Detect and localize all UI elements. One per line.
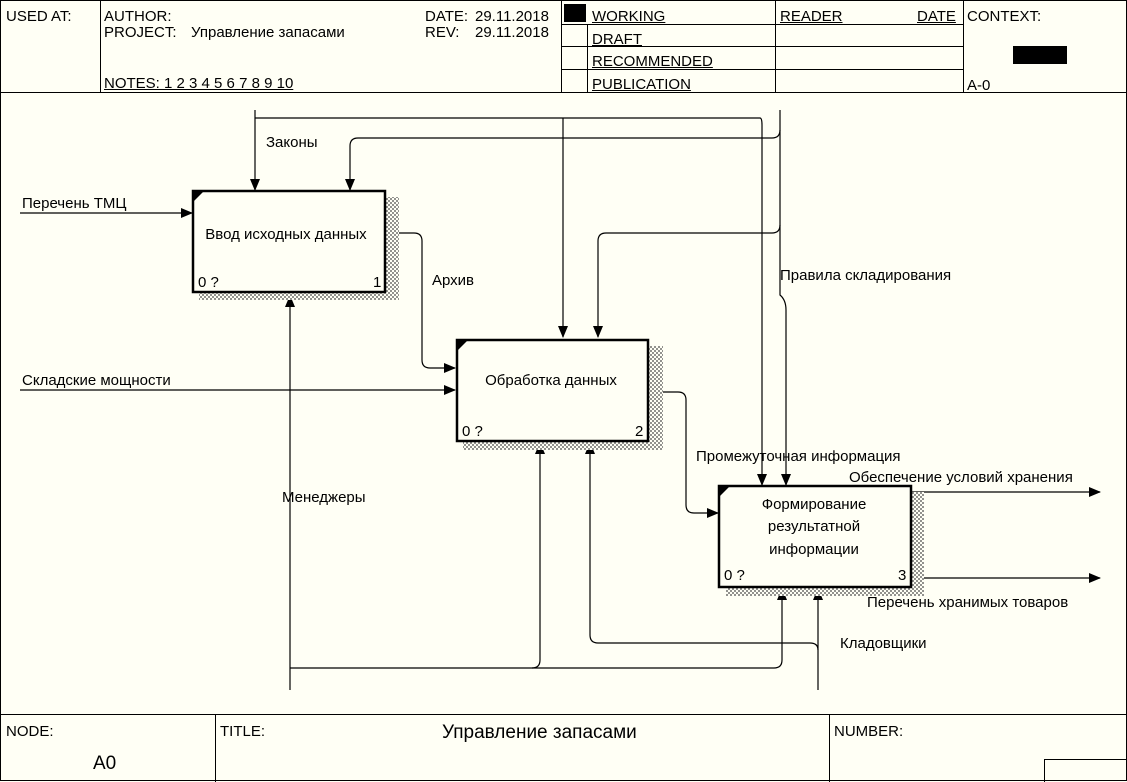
divider <box>1044 759 1045 782</box>
box3-title-line2: результатной <box>768 518 860 535</box>
node-value: A0 <box>93 753 117 774</box>
context-node: A-0 <box>967 77 991 94</box>
box1-corner <box>194 192 203 201</box>
rules-to-box2-arrow <box>593 130 781 338</box>
context-label: CONTEXT: <box>967 8 1042 25</box>
function-box-1 <box>191 189 387 294</box>
status-recommended: RECOMMENDED <box>592 53 713 70</box>
box1-title: Ввод исходных данных <box>205 226 367 243</box>
context-box <box>1013 46 1067 64</box>
intermediate-label: Промежуточная информация <box>696 448 901 465</box>
box3-cost: 0 ? <box>724 567 745 584</box>
capacity-label: Складские мощности <box>22 372 171 389</box>
box1-cost: 0 ? <box>198 274 219 291</box>
laws-to-box3-arrow <box>255 117 767 486</box>
working-checkbox <box>564 4 586 22</box>
divider <box>215 715 216 782</box>
reader-label: READER <box>780 8 843 25</box>
box3-title-line1: Формирование <box>762 496 867 513</box>
status-draft: DRAFT <box>592 31 642 48</box>
function-box-2 <box>455 338 650 443</box>
stored-goods-label: Перечень хранимых товаров <box>867 594 1068 611</box>
project-value: Управление запасами <box>191 24 345 41</box>
box3-corner <box>720 487 729 496</box>
archive-arrow <box>386 232 456 373</box>
storage-conditions-label: Обеспечение условий хранения <box>849 469 1073 486</box>
status-working: WORKING <box>592 8 666 25</box>
divider <box>587 24 588 92</box>
divider <box>561 69 963 70</box>
laws-label: Законы <box>266 134 318 151</box>
function-box-3 <box>717 484 913 589</box>
rules-to-box3-arrow <box>779 225 791 486</box>
title-label: TITLE: <box>220 723 266 740</box>
node-label: NODE: <box>6 723 54 740</box>
archive-label: Архив <box>432 272 474 289</box>
rules-to-box1-arrow <box>345 110 781 191</box>
used-at-label: USED AT: <box>6 8 72 25</box>
intermediate-arrow <box>648 391 719 518</box>
footer-block: NODE: A0 TITLE: Управление запасами NUMB… <box>0 714 1127 782</box>
box2-corner <box>458 341 467 350</box>
box3-number: 3 <box>898 567 906 584</box>
managers-to-box3-arrow <box>532 588 787 669</box>
storage-rules-label: Правила складирования <box>780 267 951 284</box>
divider <box>100 0 101 92</box>
project-label: PROJECT: <box>104 24 177 41</box>
divider <box>829 715 830 782</box>
box2-title: Обработка данных <box>485 372 617 389</box>
reader-date-label: DATE <box>917 8 956 25</box>
title-value: Управление запасами <box>442 722 637 743</box>
status-publication: PUBLICATION <box>592 76 691 93</box>
divider <box>561 24 963 25</box>
storekeepers-label: Кладовщики <box>840 635 927 652</box>
divider <box>1044 759 1127 760</box>
header-block: USED AT: AUTHOR: PROJECT: Управление зап… <box>0 0 1127 94</box>
rev-label: REV: <box>425 24 460 41</box>
author-label: AUTHOR: <box>104 8 172 25</box>
tmc-label: Перечень ТМЦ <box>22 195 127 212</box>
box3-title-line3: информации <box>769 541 859 558</box>
notes: NOTES: 1 2 3 4 5 6 7 8 9 10 <box>104 75 294 92</box>
divider <box>561 46 963 47</box>
divider <box>963 0 964 92</box>
box2-cost: 0 ? <box>462 423 483 440</box>
storekeepers-to-box2-arrow <box>585 442 819 651</box>
date-value: 29.11.2018 <box>475 8 549 25</box>
box2-number: 2 <box>635 423 643 440</box>
managers-to-box2-arrow <box>290 442 545 669</box>
box1-number: 1 <box>373 274 381 291</box>
rev-value: 29.11.2018 <box>475 24 549 41</box>
date-label: DATE: <box>425 8 469 25</box>
number-label: NUMBER: <box>834 723 904 740</box>
managers-label: Менеджеры <box>282 489 366 506</box>
